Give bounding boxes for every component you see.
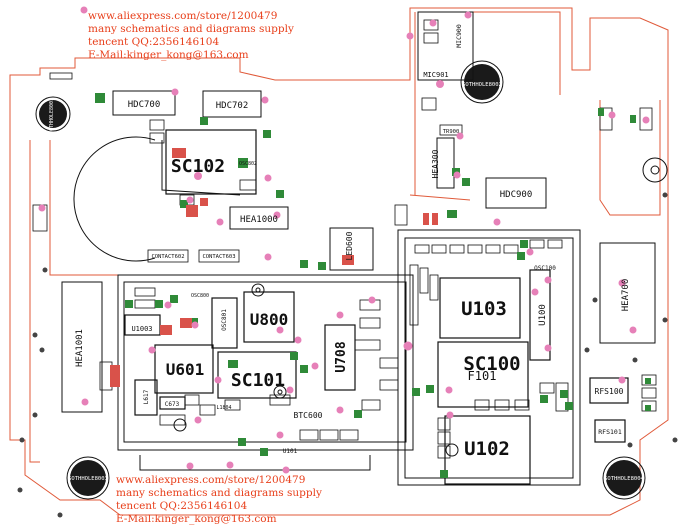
region-frames [61, 11, 656, 486]
mounting-hole: SOTHHOLE8004 [602, 456, 646, 500]
mic-frame [417, 11, 474, 81]
watermark-email: E-Mail:kinger_kong@163.com [116, 513, 277, 525]
watermark-schematics: many schematics and diagrams supply [88, 23, 294, 35]
watermark-qq: tencent QQ:2356146104 [88, 36, 220, 48]
chip-label-u800: U800 [250, 310, 289, 329]
chip-u800-body [243, 291, 295, 343]
hdc702-frame [202, 90, 262, 118]
hea1000-frame [229, 206, 289, 230]
part-labels: HEA1001 HEA700 HEA1000 HEA300 LED600 BTC… [75, 24, 631, 455]
chip-u102-body [444, 415, 531, 485]
hea1001-frame [61, 281, 103, 413]
watermark-email: E-Mail:kinger_kong@163.com [88, 49, 249, 61]
board-outline [9, 7, 669, 516]
rfs101-body [594, 419, 626, 443]
label-btc600: BTC600 [294, 411, 323, 420]
hole-label: SOTHHOLE8003 [68, 476, 108, 482]
chip-sc101-body [217, 351, 297, 399]
watermark-top: www.aliexpress.com/store/1200479 many sc… [88, 10, 294, 62]
chip-label-u103: U103 [461, 298, 507, 320]
label-l1804: L1804 [216, 405, 231, 411]
label-led600: LED600 [345, 231, 354, 260]
round-features [173, 157, 668, 457]
watermark-store-url: www.aliexpress.com/store/1200479 [116, 474, 306, 486]
label-hea300: HEA300 [431, 149, 440, 178]
watermark-schematics: many schematics and diagrams supply [116, 487, 322, 499]
watermark-bottom: www.aliexpress.com/store/1200479 many sc… [116, 474, 322, 526]
colored-components [95, 93, 651, 478]
label-mic900: MIC900 [455, 24, 463, 48]
hdc900-frame [485, 177, 547, 209]
mounting-hole: SOTHHOLE8001 [35, 96, 71, 134]
label-l617: L617 [143, 389, 150, 404]
led600-frame [329, 227, 374, 271]
osc801-body [211, 297, 238, 349]
test-pads [38, 6, 650, 474]
hdc700-frame [112, 90, 176, 116]
label-osc802: OSC802 [239, 161, 257, 167]
chip-label-sc101: SC101 [231, 370, 285, 391]
label-contact603: CONTACT603 [202, 254, 235, 260]
chip-c673-body [159, 396, 186, 410]
hole-label: SOTHHOLE8001 [49, 98, 55, 134]
chip-label-u100: U100 [538, 304, 548, 326]
chip-label-sc102: SC102 [171, 156, 225, 177]
label-hea700: HEA700 [621, 279, 631, 312]
chip-label-u708: U708 [334, 341, 349, 372]
label-contact602: CONTACT602 [151, 254, 184, 260]
label-hdc900: HDC900 [500, 190, 533, 200]
label-hdc700: HDC700 [128, 100, 161, 110]
chip-labels: U103 SC100 U102 U800 U601 SC101 SC102 U7… [131, 156, 548, 460]
mounting-hole: SOTHHOLE8002 [460, 60, 504, 104]
hea300-frame [436, 137, 455, 189]
speaker-outline [73, 136, 241, 262]
chip-l617-body [134, 379, 158, 416]
hole-label: SOTHHOLE8004 [604, 476, 644, 482]
label-osc100: OSC100 [534, 265, 556, 272]
chip-sc100-body [437, 341, 529, 408]
chip-u103-body [439, 277, 521, 339]
chip-u708-body [324, 324, 356, 391]
chip-u601-body [154, 344, 214, 394]
label-hdc702: HDC702 [216, 101, 249, 111]
chip-u100-body [529, 269, 551, 361]
mounting-hole: SOTHHOLE8003 [66, 456, 110, 500]
rfs100-body [589, 377, 629, 404]
label-osc800: OSC800 [191, 293, 209, 299]
watermark-qq: tencent QQ:2356146104 [116, 500, 248, 512]
label-rfs101: RFS101 [598, 428, 622, 436]
chip-sc102-body [165, 129, 257, 195]
chip-label-u1003: U1003 [131, 325, 152, 333]
hole-label: SOTHHOLE8002 [462, 82, 502, 88]
chip-label-u601: U601 [166, 360, 205, 379]
chip-bodies [124, 129, 629, 485]
label-mic901: MIC901 [423, 71, 448, 79]
frame-right-shield [397, 229, 581, 486]
watermark-store-url: www.aliexpress.com/store/1200479 [88, 10, 278, 22]
chip-label-f101: F101 [468, 369, 497, 383]
label-hea1001: HEA1001 [75, 329, 85, 367]
mounting-holes: SOTHHOLE8001 SOTHHOLE8002 SOTHHOLE8003 S… [35, 60, 646, 500]
label-rfs100: RFS100 [595, 387, 624, 396]
label-tr900: TR900 [443, 129, 460, 135]
chip-label-u102: U102 [464, 438, 510, 460]
label-osc801: OSC801 [221, 309, 228, 331]
label-u101: U101 [283, 448, 298, 455]
label-hea1000: HEA1000 [240, 215, 278, 225]
label-c673: C673 [165, 401, 180, 408]
hea700-frame [599, 242, 656, 344]
black-test-points [17, 192, 678, 518]
chip-label-sc100: SC100 [463, 353, 520, 375]
